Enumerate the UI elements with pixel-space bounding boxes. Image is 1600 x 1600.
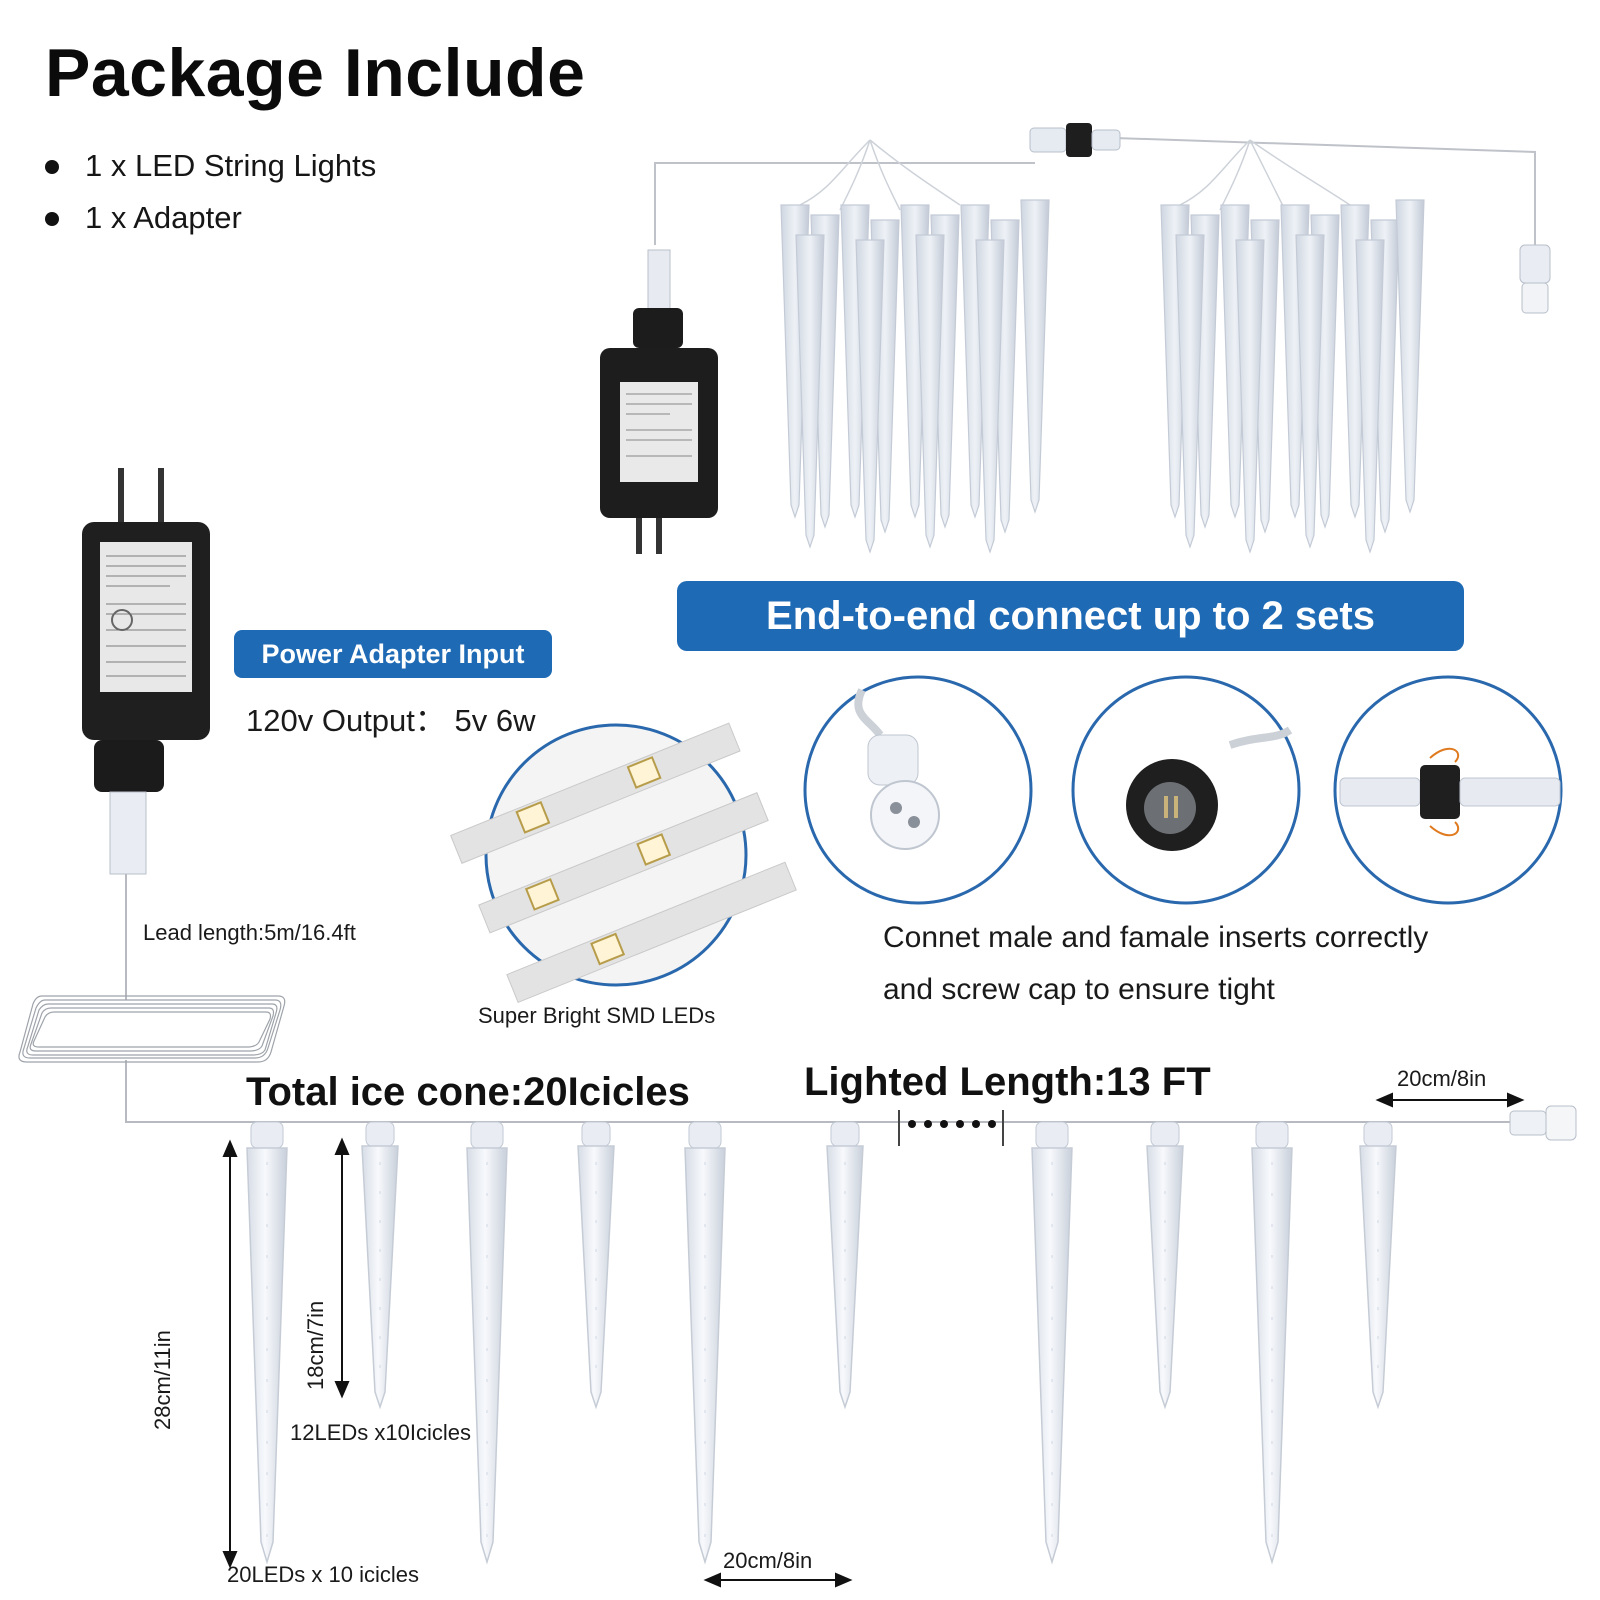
- connect-note-line1: Connet male and famale inserts correctly: [883, 921, 1429, 954]
- package-list: 1 x LED String Lights 1 x Adapter: [45, 140, 376, 244]
- smd-leds-caption: Super Bright SMD LEDs: [478, 1003, 716, 1028]
- short-icicle-height-label: 18cm/7in: [303, 1150, 329, 1390]
- connect-banner: End-to-end connect up to 2 sets: [677, 581, 1464, 651]
- adapter-spec: 120v Output： 5v 6w: [246, 703, 536, 738]
- lighted-length-label: Lighted Length:13 FT: [804, 1060, 1211, 1104]
- short-icicle-height-text: 18cm/7in: [303, 1300, 328, 1390]
- package-item-lights: 1 x LED String Lights: [45, 140, 376, 192]
- lead-length-label: Lead length:5m/16.4ft: [143, 920, 356, 945]
- connect-note: Connet male and famale inserts correctly…: [883, 912, 1428, 1016]
- long-icicle-height-text: 28cm/11in: [150, 1330, 175, 1430]
- page-title: Package Include: [45, 35, 586, 111]
- adapter-badge: Power Adapter Input: [234, 630, 552, 678]
- end-spacing-label: 20cm/8in: [1397, 1066, 1487, 1091]
- icicle-spacing-label: 20cm/8in: [723, 1548, 813, 1573]
- short-icicle-count-label: 12LEDs x10Icicles: [290, 1420, 471, 1445]
- connect-note-line2: and screw cap to ensure tight: [883, 973, 1275, 1006]
- total-icicles-label: Total ice cone:20Icicles: [246, 1070, 690, 1114]
- long-icicle-count-label: 20LEDs x 10 icicles: [227, 1562, 419, 1587]
- package-item-adapter: 1 x Adapter: [45, 192, 376, 244]
- long-icicle-height-label: 28cm/11in: [150, 1160, 176, 1430]
